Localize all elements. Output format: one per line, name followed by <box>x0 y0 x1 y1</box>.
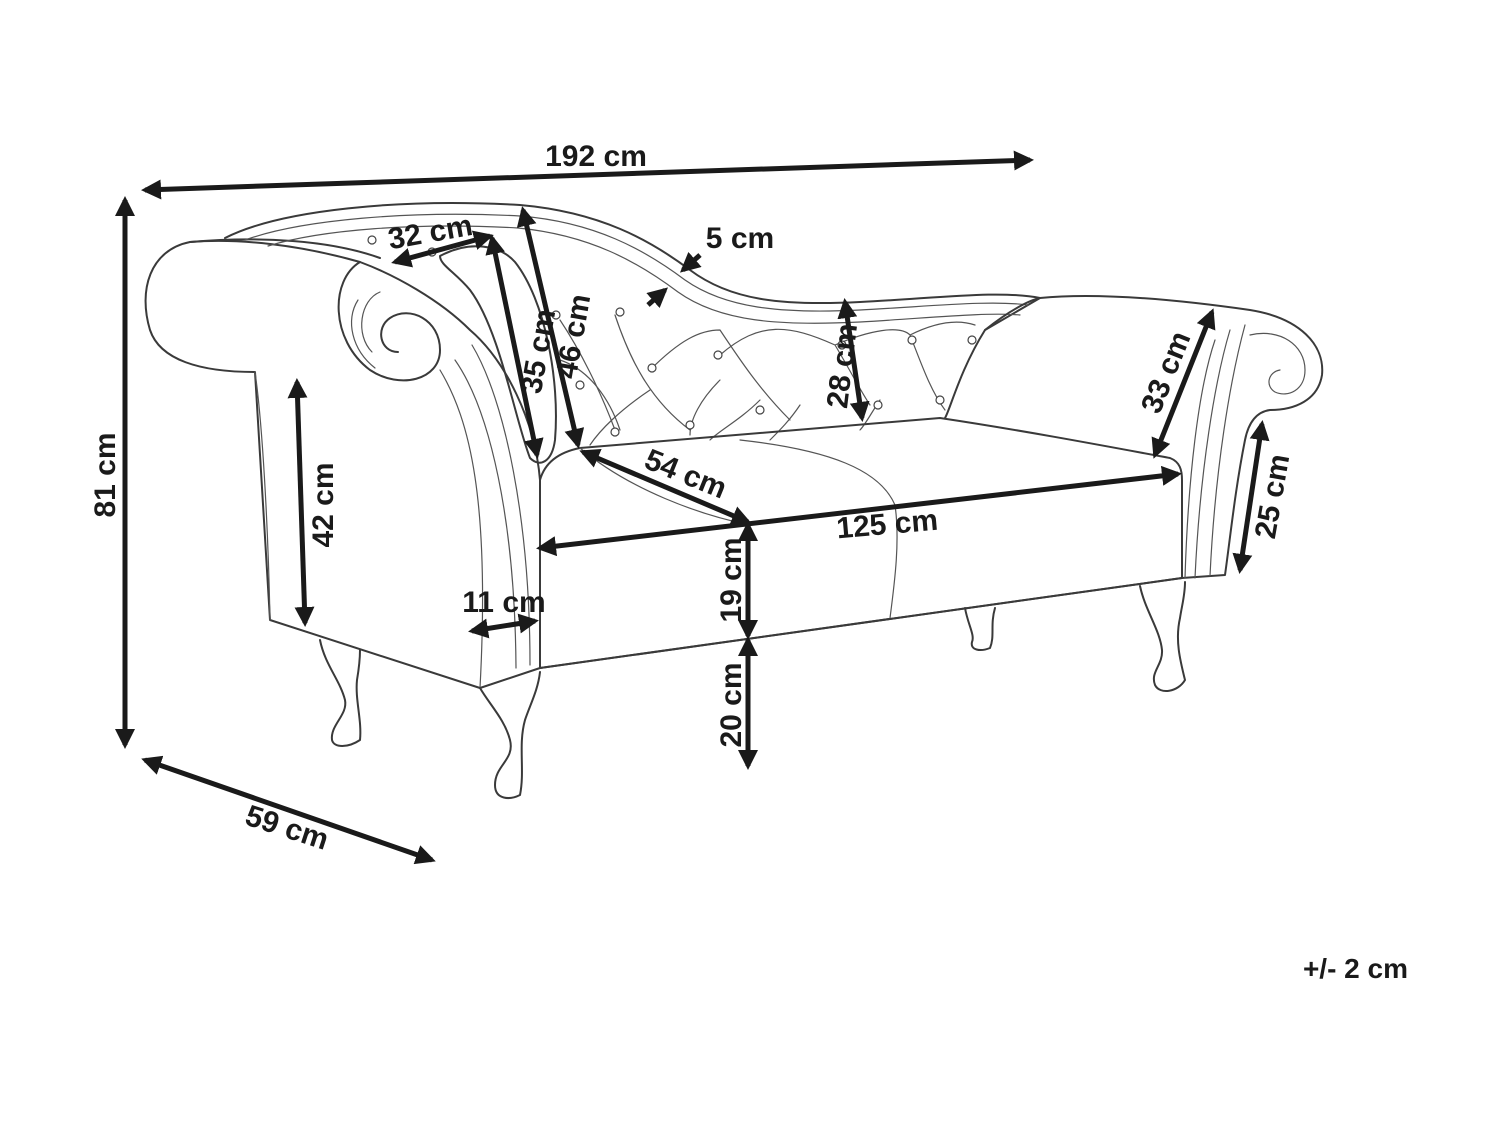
label-arm-height: 42 cm <box>307 462 340 547</box>
dim-arm-height <box>287 378 315 627</box>
leg-back-right <box>964 607 996 651</box>
leg-front-right <box>1139 581 1186 692</box>
dim-right-arm-depth <box>1151 308 1216 459</box>
leg-back-left <box>319 639 362 747</box>
dim-back-height-high <box>516 206 585 449</box>
label-arm-width: 11 cm <box>462 586 545 619</box>
label-tolerance: +/- 2 cm <box>1303 953 1408 984</box>
backrest <box>224 202 1041 419</box>
dim-overall-width <box>141 150 1034 200</box>
leg-front-left <box>479 671 541 799</box>
tufting <box>367 235 977 446</box>
dim-back-thickness-b <box>646 287 668 309</box>
label-overall-width: 192 cm <box>545 140 647 173</box>
dim-back-height-low <box>837 298 870 422</box>
left-arm-scroll <box>337 261 441 382</box>
dim-seat-width <box>536 465 1182 557</box>
label-back-height-high: 46 cm <box>550 292 597 382</box>
dimension-lines <box>115 150 1270 865</box>
label-overall-height: 81 cm <box>89 432 122 517</box>
dim-roll-depth <box>391 230 494 268</box>
dim-overall-depth <box>141 755 436 865</box>
label-back-thickness: 5 cm <box>706 222 774 255</box>
label-leg-height: 20 cm <box>715 662 748 747</box>
dim-arm-width <box>468 613 539 639</box>
dim-back-thickness-a <box>680 251 702 273</box>
label-seat-thickness: 19 cm <box>715 537 748 622</box>
dim-right-arm-height <box>1232 420 1270 574</box>
